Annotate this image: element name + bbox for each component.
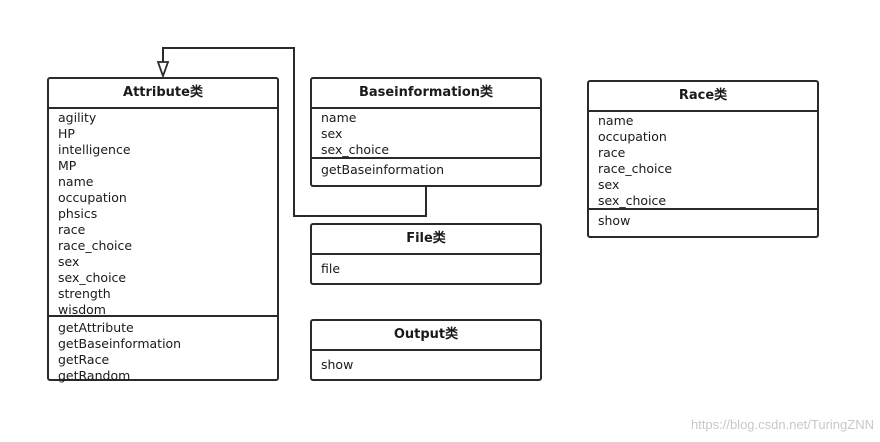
class-race-attributes: name occupation race race_choice sex sex… bbox=[589, 112, 817, 208]
class-baseinformation-attributes: name sex sex_choice bbox=[312, 109, 540, 157]
attribute-field: occupation bbox=[58, 190, 127, 205]
attribute-field: name bbox=[321, 110, 357, 125]
class-output[interactable]: Output类 show bbox=[310, 319, 542, 381]
attribute-field: race bbox=[598, 145, 626, 160]
attribute-field: sex_choice bbox=[321, 142, 390, 157]
attribute-field: intelligence bbox=[58, 142, 131, 157]
attribute-field: name bbox=[598, 113, 634, 128]
class-attribute-operations: getAttribute getBaseinformation getRace … bbox=[49, 315, 277, 384]
attribute-field: sex bbox=[598, 177, 620, 192]
attribute-field: sex_choice bbox=[58, 270, 127, 285]
attribute-field: sex bbox=[321, 126, 343, 141]
class-baseinformation-operations: getBaseinformation bbox=[312, 157, 540, 178]
attribute-field: race bbox=[58, 222, 86, 237]
attribute-field: occupation bbox=[598, 129, 667, 144]
attribute-field: show bbox=[321, 357, 354, 372]
attribute-field: MP bbox=[58, 158, 77, 173]
class-file[interactable]: File类 file bbox=[310, 223, 542, 285]
class-attribute[interactable]: Attribute类 agility HP intelligence MP na… bbox=[47, 77, 279, 384]
attribute-field: strength bbox=[58, 286, 111, 301]
operation-field: getBaseinformation bbox=[58, 336, 182, 351]
attribute-field: HP bbox=[58, 126, 75, 141]
attribute-field: agility bbox=[58, 110, 97, 125]
class-output-attributes: show bbox=[312, 351, 540, 373]
class-file-attributes: file bbox=[312, 255, 540, 277]
class-attribute-attributes: agility HP intelligence MP name occupati… bbox=[49, 109, 277, 317]
attribute-field: race_choice bbox=[58, 238, 133, 253]
operation-field: getBaseinformation bbox=[321, 162, 445, 177]
class-file-title: File类 bbox=[312, 225, 540, 255]
generalization-line bbox=[162, 47, 427, 217]
operation-field: show bbox=[598, 213, 631, 228]
attribute-field: race_choice bbox=[598, 161, 673, 176]
class-race-title: Race类 bbox=[589, 82, 817, 112]
attribute-field: wisdom bbox=[58, 302, 106, 317]
class-race[interactable]: Race类 name occupation race race_choice s… bbox=[587, 80, 819, 238]
watermark-text: https://blog.csdn.net/TuringZNN bbox=[690, 417, 874, 432]
class-attribute-title: Attribute类 bbox=[49, 79, 277, 109]
generalization-arrowhead bbox=[156, 61, 170, 79]
class-baseinformation[interactable]: Baseinformation类 name sex sex_choice get… bbox=[310, 77, 542, 187]
attribute-field: sex_choice bbox=[598, 193, 667, 208]
operation-field: getRace bbox=[58, 352, 110, 367]
attribute-field: name bbox=[58, 174, 94, 189]
attribute-field: file bbox=[321, 261, 341, 276]
operation-field: getAttribute bbox=[58, 320, 134, 335]
operation-field: getRandom bbox=[58, 368, 131, 383]
attribute-field: sex bbox=[58, 254, 80, 269]
class-baseinformation-title: Baseinformation类 bbox=[312, 79, 540, 109]
class-output-title: Output类 bbox=[312, 321, 540, 351]
attribute-field: phsics bbox=[58, 206, 98, 221]
class-race-operations: show bbox=[589, 208, 817, 229]
